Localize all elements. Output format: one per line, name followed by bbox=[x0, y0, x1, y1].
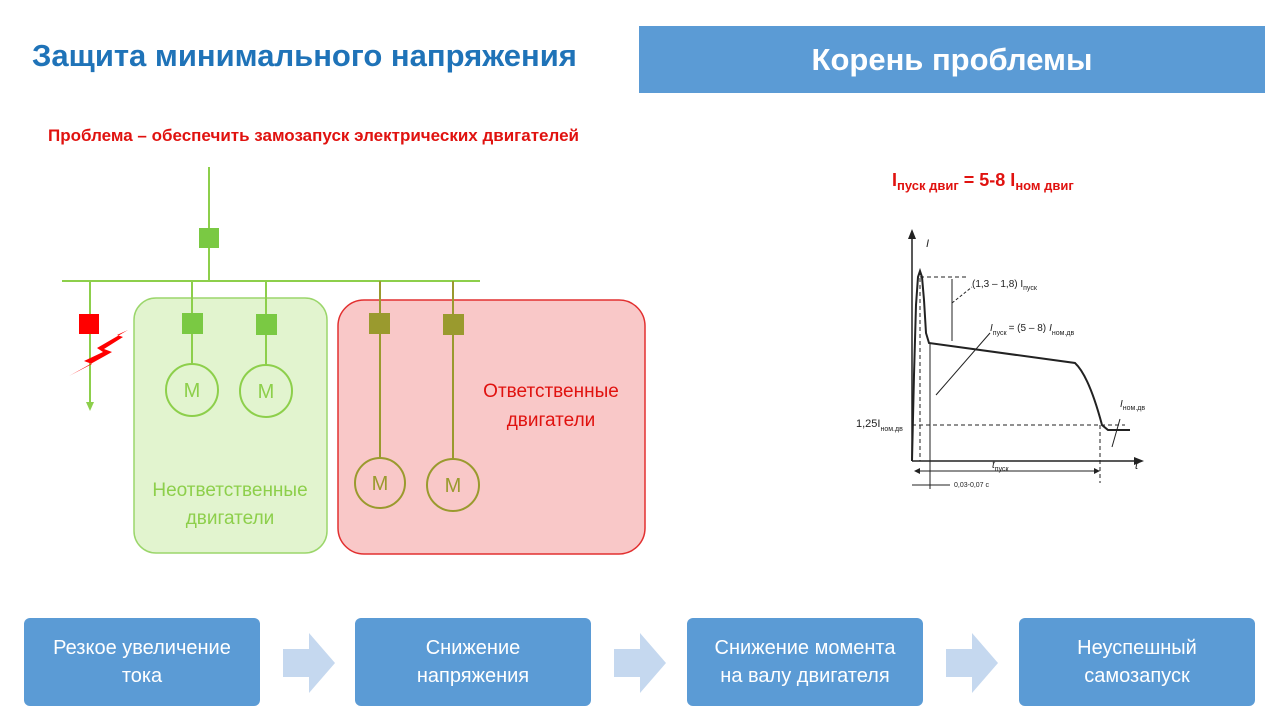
start-label-i: I bbox=[990, 323, 993, 334]
step-voltage-drop-text: Снижение напряжения bbox=[416, 637, 530, 687]
page-title: Защита минимального напряжения bbox=[32, 38, 577, 73]
graph-x-label: t bbox=[1135, 460, 1139, 472]
formula-rhs-subscript: ном двиг bbox=[1015, 178, 1074, 193]
step-torque-drop: Снижение момента на валу двигателя bbox=[687, 618, 923, 706]
step-torque-drop-text: Снижение момента на валу двигателя bbox=[714, 637, 896, 687]
start-label-inom: I bbox=[1049, 323, 1052, 334]
formula-lhs: I bbox=[892, 170, 898, 190]
tstart-arrow-left bbox=[914, 468, 920, 474]
start-label-sub: пуск bbox=[993, 330, 1008, 337]
motor-label-critical-2: М bbox=[445, 475, 462, 497]
peak-label: (1,3 – 1,8) Iпуск bbox=[972, 279, 1038, 292]
breaker-critical-1 bbox=[369, 313, 390, 334]
critical-label-line2: двигатели bbox=[507, 410, 596, 431]
step-voltage-drop: Снижение напряжения bbox=[355, 618, 591, 706]
banner-title: Корень проблемы bbox=[811, 41, 1093, 77]
arrow-right-icon bbox=[283, 633, 335, 693]
motor-supply-diagram: М М М М Неответственные двигатели Ответс… bbox=[62, 167, 646, 555]
tstart-label-main: t bbox=[992, 460, 996, 471]
step-current-surge: Резкое увеличение тока bbox=[24, 618, 260, 706]
incoming-breaker bbox=[199, 228, 219, 248]
peak-leader bbox=[951, 286, 973, 304]
motor-label-noncritical-2: М bbox=[258, 381, 275, 403]
step-failed-restart: Неуспешный самозапуск bbox=[1019, 618, 1255, 706]
motor-label-critical-1: М bbox=[372, 473, 389, 495]
level-label-sub: ном.дв bbox=[880, 426, 903, 433]
breaker-critical-2 bbox=[443, 314, 464, 335]
motor-critical-1 bbox=[354, 457, 406, 509]
arrow-right-icon bbox=[946, 633, 998, 693]
critical-label-line1: Ответственные bbox=[483, 381, 619, 402]
step-current-surge-text: Резкое увеличение тока bbox=[53, 637, 231, 687]
section-banner: Корень проблемы bbox=[639, 26, 1265, 93]
starting-current-formula: Iпуск двиг = 5-8 Iном двиг bbox=[892, 170, 1074, 193]
tstart-label-sub: пуск bbox=[995, 466, 1010, 473]
motor-label-noncritical-1: М bbox=[184, 380, 201, 402]
noncritical-label-line2: двигатели bbox=[186, 508, 275, 529]
starting-current-curve bbox=[911, 267, 1130, 462]
faulted-feeder-arrowhead bbox=[86, 402, 94, 411]
nominal-label-main: I bbox=[1120, 399, 1123, 410]
formula-middle: = 5-8 I bbox=[958, 170, 1016, 190]
interval-label: 0,03-0,07 с bbox=[954, 482, 990, 489]
problem-statement: Проблема – обеспечить замозапуск электри… bbox=[48, 126, 579, 145]
start-current-label: Iпуск= (5 – 8)Iном.дв bbox=[990, 323, 1074, 337]
step-failed-restart-text: Неуспешный самозапуск bbox=[1077, 637, 1197, 687]
starting-current-graph: I t (1,3 – 1,8) Iпуск Iпуск= (5 – 8)Iном… bbox=[856, 229, 1145, 489]
nominal-label-sub: ном.дв bbox=[1123, 405, 1146, 412]
lightning-bolt-icon bbox=[69, 330, 128, 376]
tstart-arrow-right bbox=[1094, 468, 1100, 474]
graph-y-label: I bbox=[926, 238, 929, 250]
motor-critical-2 bbox=[426, 458, 480, 512]
breaker-noncritical-1 bbox=[182, 313, 203, 334]
motor-noncritical-2 bbox=[239, 364, 293, 418]
graph-x-arrowhead bbox=[1134, 457, 1144, 465]
motor-noncritical-1 bbox=[165, 363, 219, 417]
start-label-eq: = (5 – 8) bbox=[1009, 323, 1047, 334]
breaker-noncritical-2 bbox=[256, 314, 277, 335]
critical-motors-zone bbox=[337, 299, 646, 555]
graph-y-arrowhead bbox=[908, 229, 916, 239]
noncritical-motors-zone bbox=[133, 297, 328, 554]
nominal-label: Iном.дв bbox=[1120, 399, 1145, 412]
arrow-right-icon bbox=[614, 633, 666, 693]
nominal-leader bbox=[1111, 418, 1121, 448]
peak-label-sub: пуск bbox=[1023, 285, 1038, 292]
noncritical-label-line1: Неответственные bbox=[152, 480, 307, 501]
start-leader bbox=[935, 332, 991, 396]
level-label-main: 1,25I bbox=[856, 418, 880, 430]
level-label: 1,25Iном.дв bbox=[856, 418, 903, 433]
start-label-nom: ном.дв bbox=[1052, 330, 1075, 337]
tstart-label: tпуск bbox=[992, 460, 1009, 473]
formula-lhs-subscript: пуск двиг bbox=[897, 178, 959, 193]
faulted-breaker bbox=[79, 314, 99, 334]
peak-label-main: (1,3 – 1,8) I bbox=[972, 279, 1023, 290]
